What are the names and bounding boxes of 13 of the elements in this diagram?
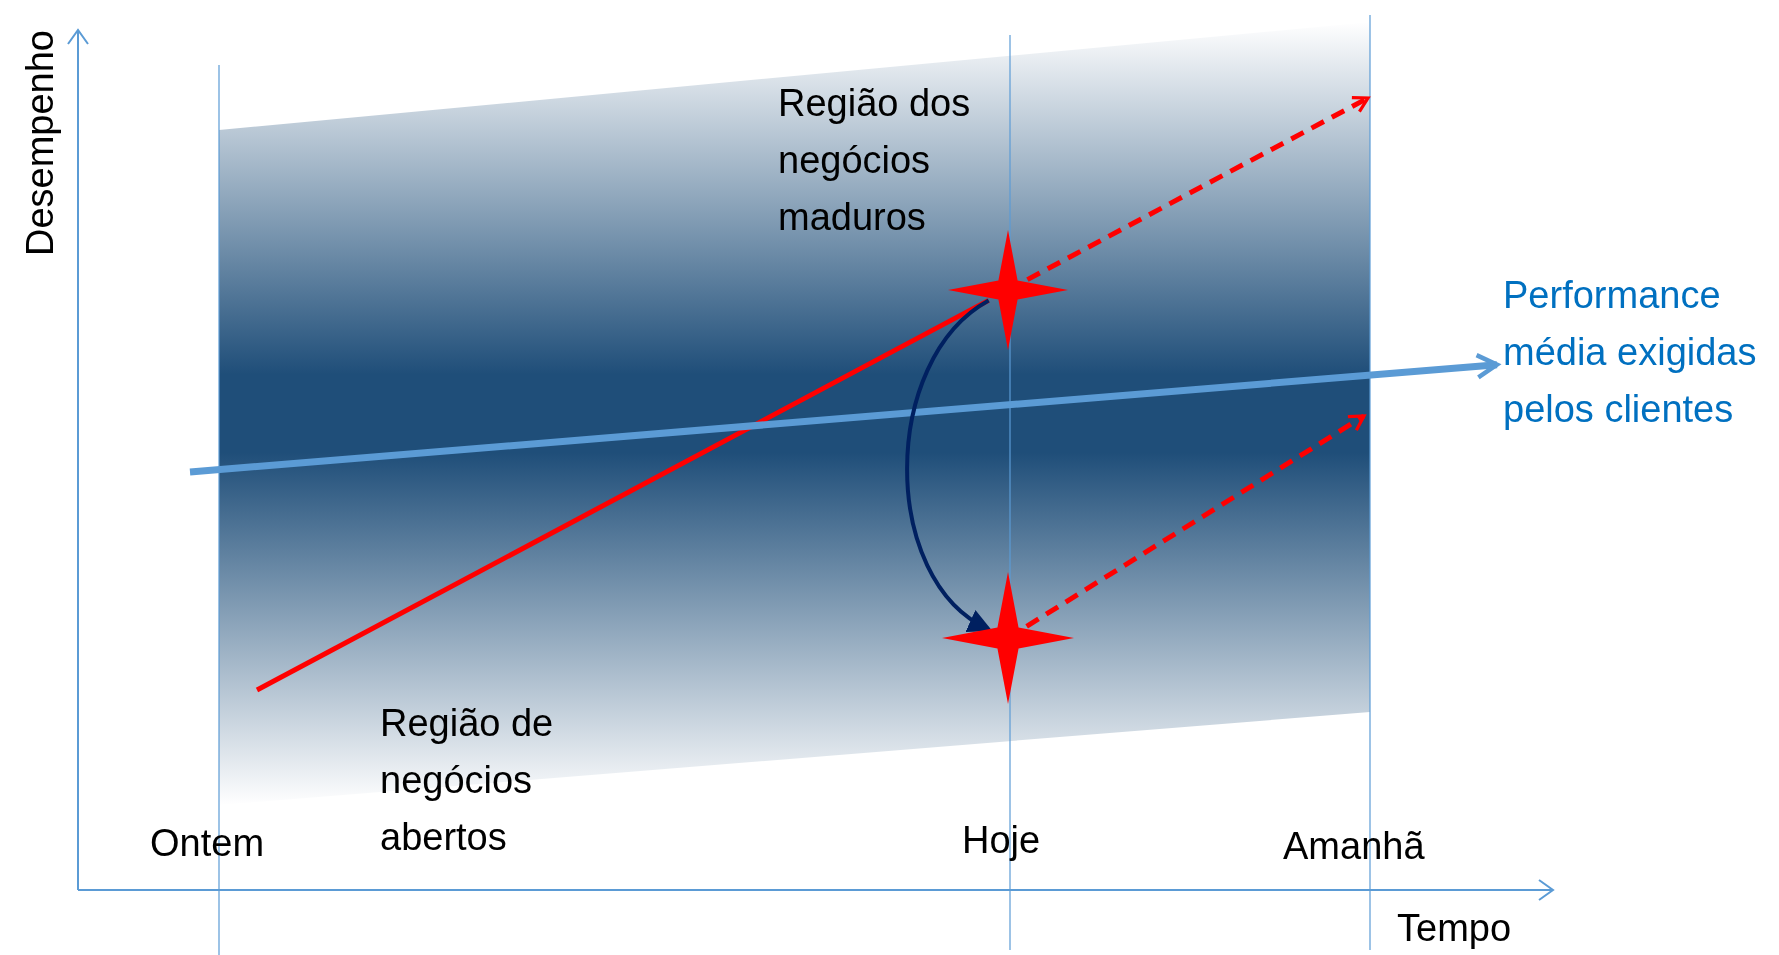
axis-tick-label: Hoje bbox=[962, 818, 1041, 863]
arrow bbox=[905, 298, 992, 632]
axis-tick-label: Ontem bbox=[150, 821, 265, 866]
region-label: Região de negócios abertos bbox=[380, 701, 555, 860]
line-label: Performance média exigidas pelos clientes bbox=[1503, 273, 1758, 432]
axis-title: Desempenho bbox=[18, 30, 62, 257]
arrow bbox=[189, 352, 1500, 476]
arrow bbox=[1025, 413, 1366, 629]
line bbox=[255, 298, 990, 693]
region-label: Região dos negócios maduros bbox=[778, 81, 972, 240]
axis-title: Tempo bbox=[1397, 906, 1512, 951]
axis-tick-label: Amanhã bbox=[1283, 824, 1425, 869]
arrow bbox=[1026, 95, 1370, 282]
